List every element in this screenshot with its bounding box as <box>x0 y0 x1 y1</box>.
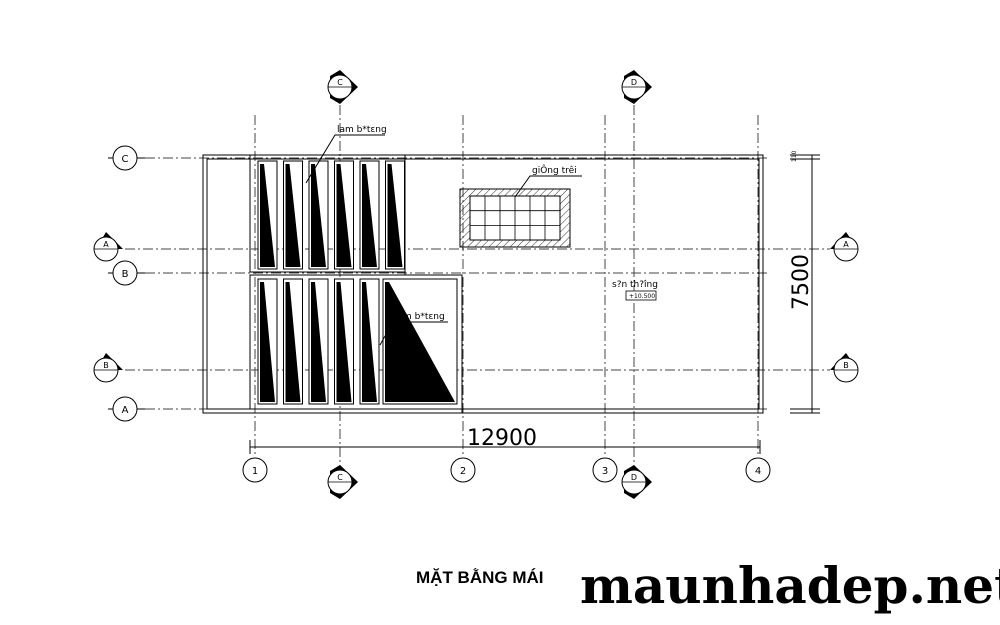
louvers-top <box>257 160 405 270</box>
drawing-title: MẶT BẰNG MÁI <box>416 568 543 587</box>
section-marker-bottom-d: D <box>621 465 652 499</box>
louver-bottom-1-shadow <box>260 282 275 402</box>
svg-text:D: D <box>631 473 637 482</box>
dimensions: 12900 7500 110 <box>249 150 820 454</box>
louver-top-1-shadow <box>260 164 275 267</box>
grid-bubble-c: C <box>112 145 138 171</box>
louver-bottom-5-shadow <box>362 282 377 402</box>
svg-text:B: B <box>103 361 109 370</box>
svg-text:B: B <box>843 361 849 370</box>
section-marker-right-b: B <box>830 353 859 383</box>
grid-lines <box>125 105 830 470</box>
dim-small-text: 110 <box>791 150 798 162</box>
watermark: maunhadep.net.vn <box>580 556 1000 615</box>
louver-top-6-shadow <box>387 164 403 267</box>
section-marker-bottom-c: C <box>327 465 358 499</box>
svg-text:B: B <box>122 269 129 280</box>
svg-text:1: 1 <box>252 466 258 477</box>
louver-top-4-shadow <box>336 164 352 267</box>
svg-text:C: C <box>337 78 343 87</box>
svg-text:A: A <box>843 240 849 249</box>
label-lam-top: lam b*tɛng <box>337 125 387 135</box>
grid-number-bubbles: 1 2 3 4 <box>242 457 771 483</box>
section-marker-top-c: C <box>327 70 358 104</box>
annotations: lam b*tɛng lam b*tɛng giÔng trêi s?n th?… <box>305 125 658 346</box>
leader-skylight <box>514 175 582 198</box>
louver-bottom-2-shadow <box>285 282 301 402</box>
louver-bottom-3-shadow <box>311 282 326 402</box>
svg-text:A: A <box>103 240 109 249</box>
section-marker-left-b: B <box>93 353 123 383</box>
label-skylight: giÔng trêi <box>532 164 577 176</box>
svg-text:C: C <box>122 154 129 165</box>
skylight-cells <box>470 196 560 240</box>
grid-bubble-a: A <box>112 396 138 422</box>
svg-text:4: 4 <box>755 466 761 477</box>
level-mark: +10.500 <box>629 293 655 300</box>
dim-width-text: 12900 <box>467 426 537 451</box>
grid-letter-bubbles: C B A <box>108 145 145 422</box>
skylight <box>459 188 571 248</box>
louvers-bottom <box>257 278 458 405</box>
louver-top-3-shadow <box>311 164 326 267</box>
section-markers: C D C D A <box>93 70 859 499</box>
louver-top-5-shadow <box>362 164 377 267</box>
dim-height-text: 7500 <box>789 254 814 310</box>
svg-text:D: D <box>631 78 637 87</box>
label-terrace: s?n th?îng <box>612 280 658 290</box>
louver-bottom-6-shadow <box>385 282 455 402</box>
level-mark-box <box>625 290 657 301</box>
grid-bubble-4: 4 <box>745 457 771 483</box>
svg-text:A: A <box>122 405 129 416</box>
grid-bubble-3: 3 <box>592 457 618 483</box>
grid-bubble-b: B <box>112 260 138 286</box>
leader-lam-top <box>305 134 385 184</box>
section-marker-left-a: A <box>93 232 123 262</box>
svg-text:3: 3 <box>602 466 608 477</box>
louver-bottom-4-shadow <box>336 282 352 402</box>
louver-top-2-shadow <box>285 164 301 267</box>
svg-text:2: 2 <box>460 466 466 477</box>
grid-bubble-1: 1 <box>242 457 268 483</box>
svg-text:C: C <box>337 473 343 482</box>
leader-lam-bottom <box>379 321 448 346</box>
label-lam-bottom: lam b*tɛng <box>395 312 445 322</box>
inner-wall <box>206 158 760 410</box>
terrace-outline <box>404 154 764 414</box>
section-marker-top-d: D <box>621 70 652 104</box>
section-marker-right-a: A <box>830 232 859 262</box>
grid-bubble-2: 2 <box>450 457 476 483</box>
